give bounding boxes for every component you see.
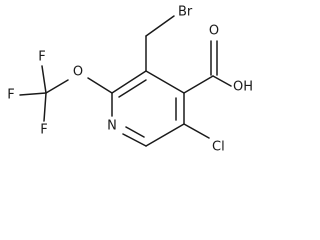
bond-ring-c2-c3 xyxy=(111,70,147,94)
bond-c2-ether-o xyxy=(87,77,113,94)
bond-c4-carboxyl xyxy=(183,75,214,94)
atom-label-ether-o: O xyxy=(73,65,83,80)
bond-ether-o-cf3 xyxy=(45,79,69,94)
bond-cf3-f-bottom xyxy=(43,92,47,122)
atom-label-oh: OH xyxy=(233,80,253,95)
bond-ring-c3-c4 xyxy=(145,70,185,94)
atom-label-f-left: F xyxy=(7,88,14,103)
bond-cf3-f-left xyxy=(19,92,47,96)
atom-label-n: N xyxy=(107,119,117,134)
bond-c5-cl xyxy=(183,123,210,139)
atom-label-f-top: F xyxy=(38,50,45,65)
bond-cf3-f-top xyxy=(41,65,47,94)
bond-ring-c6-n xyxy=(122,133,147,147)
atom-label-br: Br xyxy=(178,5,193,20)
atom-label-f-bottom: F xyxy=(40,123,47,138)
atom-label-carbonyl-o: O xyxy=(209,24,219,39)
bond-ring-c6-n-double xyxy=(125,126,145,138)
chemical-structure-diagram: Br OH O O F F F N Cl xyxy=(7,5,253,155)
atom-label-cl: Cl xyxy=(212,140,225,155)
bond-ch2-br xyxy=(145,15,175,37)
bond-ring-c5-c6 xyxy=(145,123,185,147)
bond-ring-c2-c3-double xyxy=(118,79,147,98)
bond-carboxyl-oh xyxy=(212,75,232,87)
